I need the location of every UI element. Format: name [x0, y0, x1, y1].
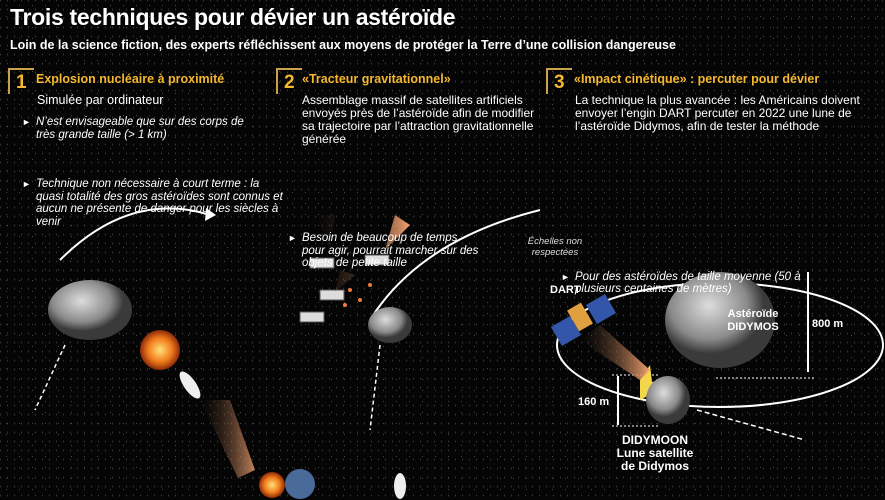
section-1-number: 1: [8, 68, 34, 94]
didymoon: [646, 376, 690, 424]
deflected-path-1: [34, 344, 66, 411]
section-1-description: Simulée par ordinateur: [37, 93, 164, 107]
moon-size-label: 160 m: [578, 396, 610, 408]
gravity-dots: [343, 283, 372, 307]
section-1-heading: Explosion nucléaire à proximité: [36, 72, 225, 86]
bottom-explosion-icon: [259, 472, 285, 498]
asteroid-1: [48, 280, 132, 340]
deflected-path-2: [369, 344, 381, 431]
didymos-label: Astéroïde DIDYMOS: [727, 308, 779, 333]
didymoon-caption-1: Lune satellite: [616, 446, 694, 460]
page-title: Trois techniques pour dévier un astéroïd…: [10, 4, 456, 30]
deflected-path-3: [696, 409, 806, 441]
section-2-bullet-1: Besoin de beaucoup de temps pour agir, p…: [288, 232, 482, 270]
section-1-bullet-1: N’est envisageable que sur des corps de …: [22, 116, 266, 141]
bottom-rocket-icon: [394, 473, 406, 499]
missile-beam: [200, 400, 255, 478]
section-3-bullet-1: Pour des astéroïdes de taille moyenne (5…: [561, 271, 805, 296]
explosion-icon: [140, 330, 180, 370]
section-2-description: Assemblage massif de satellites artifici…: [302, 93, 535, 146]
satellite-beams: [315, 215, 410, 292]
earth-icon: [285, 469, 315, 499]
didymoon-caption-2: de Didymos: [620, 459, 689, 473]
scale-note: Échelles non respectées: [527, 236, 583, 258]
section-3-heading: «Impact cinétique» : percuter pour dévie…: [574, 72, 820, 86]
section-3-number: 3: [546, 68, 572, 94]
asteroid-didymos: [665, 272, 775, 368]
dart-beam: [580, 325, 650, 380]
didymoon-label: DIDYMOON: [622, 433, 688, 447]
rocket-icon: [179, 371, 201, 399]
section-2-number: 2: [276, 68, 302, 94]
section-3-description: La technique la plus avancée : les Améri…: [575, 93, 860, 133]
asteroid-2: [368, 307, 412, 343]
dart-label: DART: [550, 284, 581, 296]
section-2-heading: «Tracteur gravitationnel»: [302, 72, 451, 86]
section-1-bullet-2: Technique non nécessaire à court terme :…: [22, 178, 286, 228]
didymos-size-label: 800 m: [812, 318, 844, 330]
dart-spacecraft: [550, 293, 617, 347]
subtitle: Loin de la science fiction, des experts …: [10, 38, 676, 52]
